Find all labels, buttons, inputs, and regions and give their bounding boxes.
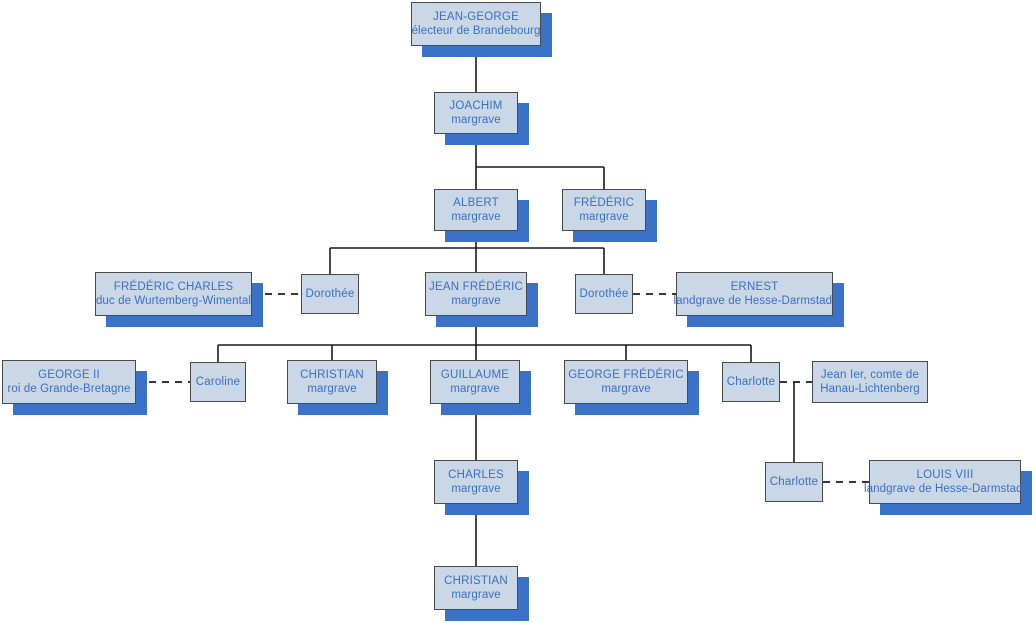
node-title: margrave	[307, 383, 357, 395]
node-name: JEAN-GEORGE	[433, 10, 519, 23]
node-albert[interactable]: ALBERT margrave	[434, 189, 518, 231]
node-name: JEAN FRÉDÉRIC	[429, 280, 523, 293]
node-jean-frederic[interactable]: JEAN FRÉDÉRIC margrave	[425, 272, 527, 316]
node-dorothee-1[interactable]: Dorothée	[301, 274, 359, 314]
node-dorothee-2[interactable]: Dorothée	[575, 274, 633, 314]
node-title: roi de Grande-Bretagne	[7, 383, 131, 395]
node-ernest[interactable]: ERNEST landgrave de Hesse-Darmstadt	[673, 272, 836, 316]
node-frederic-charles[interactable]: FRÉDÉRIC CHARLES duc de Wurtemberg-Wiment…	[95, 272, 252, 316]
node-title: électeur de Brandebourg	[411, 25, 541, 37]
node-title: landgrave de Hesse-Darmstadt	[864, 483, 1026, 495]
node-name: JOACHIM	[449, 99, 503, 112]
node-name: Dorothée	[305, 287, 355, 300]
node-title: Hanau-Lichtenberg	[820, 383, 920, 395]
node-title: margrave	[451, 483, 501, 495]
node-name: Dorothée	[579, 287, 629, 300]
node-louis-viii[interactable]: LOUIS VIII landgrave de Hesse-Darmstadt	[864, 460, 1026, 504]
node-name: ALBERT	[453, 196, 499, 209]
node-christian-1[interactable]: CHRISTIAN margrave	[287, 360, 377, 404]
node-name: Charlotte	[769, 475, 819, 488]
node-guillaume[interactable]: GUILLAUME margrave	[430, 360, 520, 404]
node-name: FRÉDÉRIC	[573, 196, 635, 209]
node-title: margrave	[601, 383, 651, 395]
node-caroline[interactable]: Caroline	[190, 362, 246, 402]
node-title: duc de Wurtemberg-Wimental	[95, 295, 252, 307]
node-charlotte-2[interactable]: Charlotte	[765, 462, 823, 502]
node-charles[interactable]: CHARLES margrave	[434, 460, 518, 504]
node-name: GUILLAUME	[440, 368, 510, 381]
node-title: margrave	[451, 114, 501, 126]
node-george-frederic[interactable]: GEORGE FRÉDÉRIC margrave	[564, 360, 688, 404]
node-name: CHRISTIAN	[444, 574, 508, 587]
node-title: margrave	[451, 589, 501, 601]
node-jean-george[interactable]: JEAN-GEORGE électeur de Brandebourg	[411, 2, 541, 46]
node-george-ii[interactable]: GEORGE II roi de Grande-Bretagne	[2, 360, 136, 404]
node-name: FRÉDÉRIC CHARLES	[113, 280, 234, 293]
node-title: margrave	[579, 211, 629, 223]
node-name: Caroline	[195, 375, 241, 388]
node-title: landgrave de Hesse-Darmstadt	[673, 295, 836, 307]
node-title: margrave	[451, 211, 501, 223]
node-name: ERNEST	[730, 280, 779, 293]
node-name: Charlotte	[726, 375, 776, 388]
node-frederic[interactable]: FRÉDÉRIC margrave	[562, 189, 646, 231]
node-title: margrave	[451, 295, 501, 307]
node-christian-2[interactable]: CHRISTIAN margrave	[434, 566, 518, 610]
node-name: Jean Ier, comte de	[820, 368, 920, 381]
node-name: GEORGE FRÉDÉRIC	[568, 368, 684, 381]
node-jean-ier[interactable]: Jean Ier, comte de Hanau-Lichtenberg	[812, 361, 928, 403]
node-charlotte-1[interactable]: Charlotte	[722, 362, 780, 402]
node-joachim[interactable]: JOACHIM margrave	[434, 92, 518, 134]
node-name: CHRISTIAN	[300, 368, 364, 381]
node-name: LOUIS VIII	[916, 468, 974, 481]
node-name: GEORGE II	[38, 368, 100, 381]
node-name: CHARLES	[448, 468, 504, 481]
node-title: margrave	[450, 383, 500, 395]
